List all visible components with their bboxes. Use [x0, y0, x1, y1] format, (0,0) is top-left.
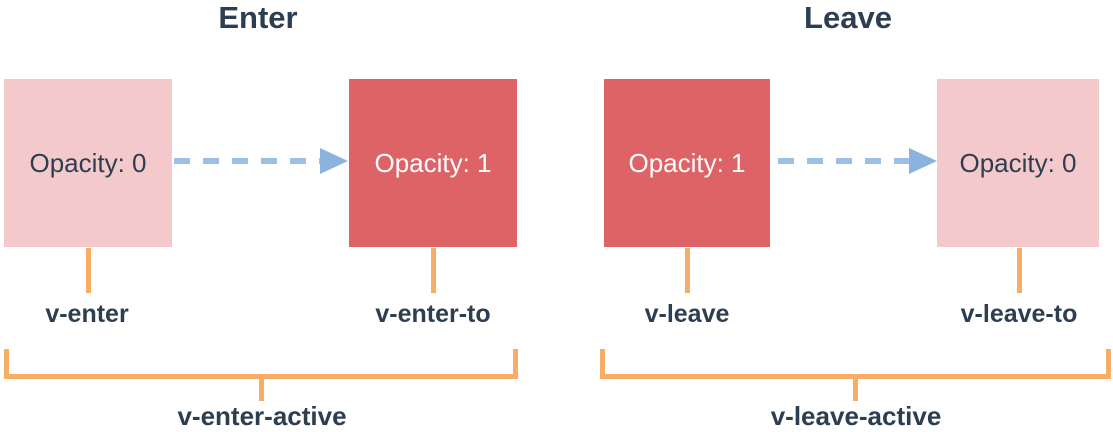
leave-transition-arrow-icon [778, 148, 937, 174]
leave-end-connector-line [1017, 248, 1022, 293]
v-leave-to-class-label: v-leave-to [960, 300, 1078, 328]
enter-section-title: Enter [218, 0, 298, 35]
leave-end-box: Opacity: 0 [937, 79, 1099, 247]
enter-end-connector-line [431, 248, 436, 293]
enter-active-bracket-tick [259, 379, 264, 401]
enter-active-bracket [4, 349, 518, 379]
leave-active-bracket [600, 349, 1111, 379]
v-enter-active-class-label: v-enter-active [177, 401, 347, 431]
leave-start-box: Opacity: 1 [604, 79, 770, 247]
v-enter-class-label: v-enter [45, 300, 129, 328]
enter-end-opacity-label: Opacity: 1 [374, 147, 492, 178]
leave-end-opacity-label: Opacity: 0 [959, 147, 1077, 178]
enter-transition-arrow-icon [174, 148, 348, 174]
leave-start-opacity-label: Opacity: 1 [628, 147, 746, 178]
enter-start-connector-line [86, 248, 91, 293]
leave-section-title: Leave [804, 0, 892, 35]
enter-end-box: Opacity: 1 [349, 79, 517, 247]
enter-start-opacity-label: Opacity: 0 [29, 147, 147, 178]
enter-start-box: Opacity: 0 [4, 79, 172, 247]
v-enter-to-class-label: v-enter-to [375, 300, 491, 328]
v-leave-class-label: v-leave [644, 300, 730, 328]
leave-start-connector-line [685, 248, 690, 293]
v-leave-active-class-label: v-leave-active [770, 401, 942, 431]
leave-active-bracket-tick [853, 379, 858, 401]
